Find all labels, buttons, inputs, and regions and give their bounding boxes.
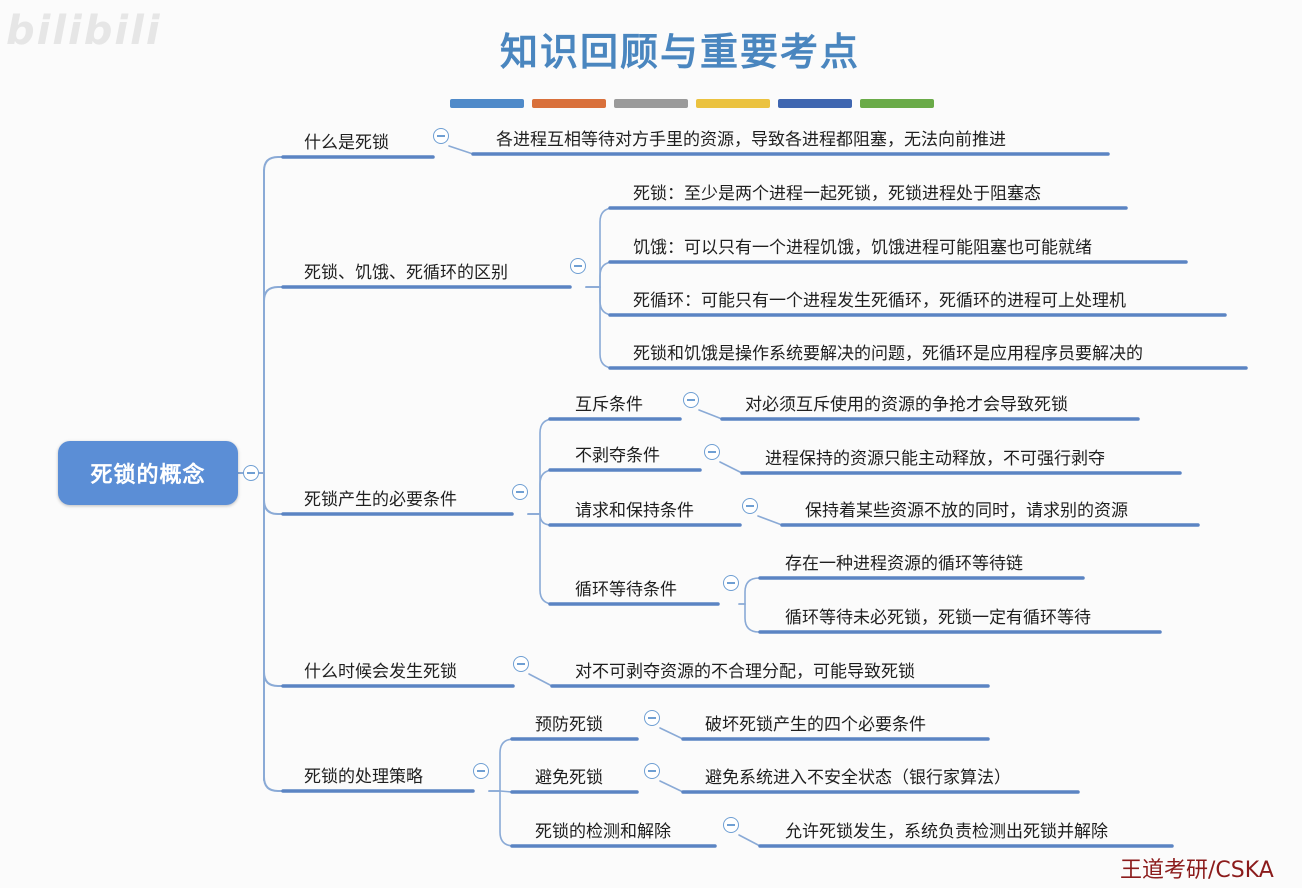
child-collapse-toggle[interactable] — [742, 498, 758, 514]
branch-connector — [263, 472, 284, 687]
child-connector — [599, 261, 615, 288]
branch-collapse-toggle[interactable] — [570, 258, 586, 274]
color-swatch — [696, 99, 770, 108]
child-label: 死锁和饥饿是操作系统要解决的问题，死循环是应用程序员要解决的 — [633, 344, 1143, 364]
child-label: 死循环：可能只有一个进程发生死循环，死循环的进程可上处理机 — [633, 291, 1126, 311]
branch-connector — [263, 472, 284, 792]
child-label: 死锁：至少是两个进程一起死锁，死锁进程处于阻塞态 — [633, 184, 1041, 204]
page-title: 知识回顾与重要考点 — [499, 30, 860, 74]
leaf-label: 破坏死锁产生的四个必要条件 — [705, 715, 926, 735]
child-label: 请求和保持条件 — [575, 501, 694, 521]
child-connector — [539, 469, 555, 515]
child-collapse-toggle[interactable] — [644, 763, 660, 779]
child-collapse-toggle[interactable] — [644, 710, 660, 726]
color-swatch — [860, 99, 934, 108]
branch-label[interactable]: 什么时候会发生死锁 — [304, 662, 457, 682]
leaf-connector — [719, 461, 743, 474]
child-connector — [599, 286, 615, 369]
child-connector — [448, 145, 474, 155]
color-swatch — [450, 99, 524, 108]
leaf-label: 存在一种进程资源的循环等待链 — [785, 554, 1023, 574]
leaf-connector — [744, 603, 761, 633]
color-swatch — [778, 99, 852, 108]
child-label: 对不可剥夺资源的不合理分配，可能导致死锁 — [575, 662, 915, 682]
branch-label[interactable]: 死锁、饥饿、死循环的区别 — [304, 263, 508, 283]
child-collapse-toggle[interactable] — [683, 392, 699, 408]
child-connector — [599, 207, 615, 288]
color-swatch — [532, 99, 606, 108]
leaf-connector — [698, 409, 723, 420]
child-label: 互斥条件 — [575, 395, 643, 415]
branch-connector — [263, 156, 284, 474]
child-connector — [539, 513, 552, 526]
branch-collapse-toggle[interactable] — [512, 484, 528, 500]
child-label: 饥饿：可以只有一个进程饥饿，饥饿进程可能阻塞也可能就绪 — [633, 238, 1092, 258]
color-swatch-bar — [450, 99, 934, 108]
child-collapse-toggle[interactable] — [704, 444, 720, 460]
child-connector — [528, 673, 553, 687]
child-collapse-toggle[interactable] — [723, 575, 739, 591]
leaf-label: 保持着某些资源不放的同时，请求别的资源 — [805, 501, 1128, 521]
child-label: 各进程互相等待对方手里的资源，导致各进程都阻塞，无法向前推进 — [496, 130, 1006, 150]
credit-label: 王道考研/CSKA — [1120, 858, 1274, 883]
child-connector — [539, 513, 555, 605]
leaf-connector — [659, 727, 684, 740]
leaf-label: 进程保持的资源只能主动释放，不可强行剥夺 — [765, 449, 1105, 469]
child-connector — [599, 286, 615, 316]
child-label: 预防死锁 — [535, 715, 603, 735]
branch-label[interactable]: 什么是死锁 — [304, 133, 389, 153]
bilibili-watermark: bilibili — [6, 8, 162, 54]
leaf-connector — [744, 577, 761, 605]
leaf-label: 循环等待未必死锁，死锁一定有循环等待 — [785, 608, 1091, 628]
branch-collapse-toggle[interactable] — [433, 128, 449, 144]
leaf-connector — [659, 780, 684, 793]
leaf-label: 对必须互斥使用的资源的争抢才会导致死锁 — [745, 395, 1068, 415]
branch-connector — [263, 286, 284, 474]
leaf-label: 避免系统进入不安全状态（银行家算法） — [705, 768, 1011, 788]
child-label: 循环等待条件 — [575, 580, 677, 600]
child-label: 不剥夺条件 — [575, 446, 660, 466]
child-label: 避免死锁 — [535, 768, 603, 788]
leaf-connector — [757, 515, 783, 526]
branch-connector — [263, 472, 284, 515]
child-connector — [499, 790, 515, 847]
child-connector — [499, 790, 513, 793]
color-swatch — [614, 99, 688, 108]
branch-collapse-toggle[interactable] — [513, 656, 529, 672]
branch-label[interactable]: 死锁产生的必要条件 — [304, 490, 457, 510]
child-connector — [499, 738, 515, 792]
leaf-label: 允许死锁发生，系统负责检测出死锁并解除 — [785, 822, 1108, 842]
child-collapse-toggle[interactable] — [723, 817, 739, 833]
child-connector — [539, 418, 555, 515]
root-node[interactable]: 死锁的概念 — [58, 441, 238, 505]
child-label: 死锁的检测和解除 — [535, 822, 671, 842]
branch-label[interactable]: 死锁的处理策略 — [304, 767, 423, 787]
root-label: 死锁的概念 — [90, 463, 206, 488]
root-collapse-toggle[interactable] — [243, 465, 259, 481]
branch-collapse-toggle[interactable] — [473, 763, 489, 779]
leaf-connector — [738, 834, 761, 847]
